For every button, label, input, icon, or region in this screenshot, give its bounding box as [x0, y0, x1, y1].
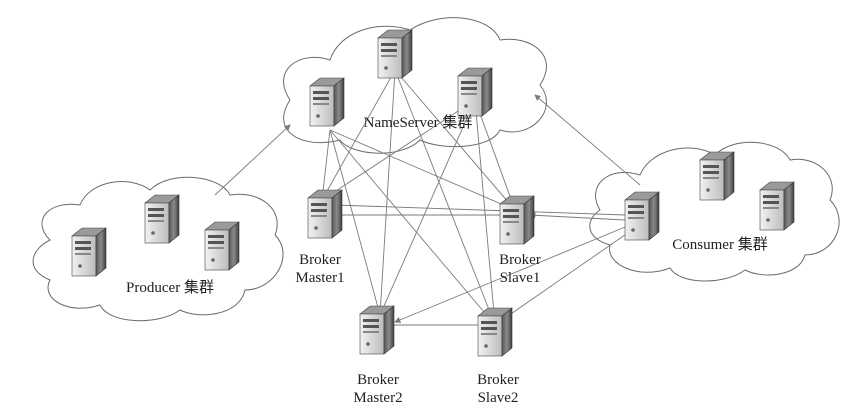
consumer-server-2-icon — [699, 151, 735, 201]
consumer-cloud — [589, 141, 840, 282]
producer-cluster-label: Producer 集群 — [126, 279, 214, 296]
consumer-server-3-icon — [759, 181, 795, 231]
producer-server-3-icon — [204, 221, 240, 271]
broker-master1-label-line1: Broker — [299, 252, 341, 268]
nameserver-server-2-icon — [377, 29, 413, 79]
broker-master1-icon — [307, 189, 343, 239]
broker-slave2-label-line1: Broker — [477, 372, 519, 388]
broker-master2-icon — [359, 305, 395, 355]
broker-slave1-icon — [499, 195, 535, 245]
broker-slave1-label-line1: Broker — [499, 252, 541, 268]
broker-slave1-label-line2: Slave1 — [500, 270, 541, 286]
producer-server-2-icon — [144, 194, 180, 244]
broker-master2-label-line2: Master2 — [353, 390, 402, 406]
broker-master1-label-line2: Master1 — [295, 270, 344, 286]
nameserver-cloud — [283, 17, 547, 154]
connection-lines — [214, 69, 641, 329]
consumer-server-1-icon — [624, 191, 660, 241]
producer-cloud — [32, 176, 284, 322]
nameserver-server-3-icon — [457, 67, 493, 117]
nameserver-server-1-icon — [309, 77, 345, 127]
consumer-cluster-label: Consumer 集群 — [672, 236, 767, 253]
producer-server-1-icon — [71, 227, 107, 277]
nameserver-cluster-label: NameServer 集群 — [364, 114, 473, 131]
broker-master2-label-line1: Broker — [357, 372, 399, 388]
broker-slave2-icon — [477, 307, 513, 357]
broker-slave2-label-line2: Slave2 — [478, 390, 519, 406]
